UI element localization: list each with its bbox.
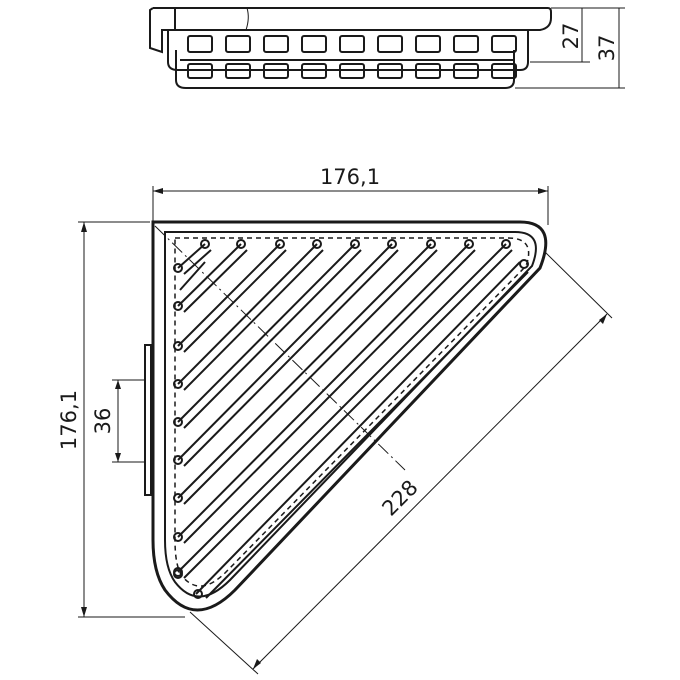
wire-joint <box>312 239 322 249</box>
basket-wires <box>173 239 529 599</box>
wire-joint <box>200 239 210 249</box>
basket-wire <box>183 249 212 275</box>
side-view-slot <box>339 35 365 53</box>
basket-wire <box>183 249 324 391</box>
wire-joint <box>519 259 529 269</box>
side-view-slot <box>225 35 251 53</box>
side-view-slot-lower <box>301 63 327 79</box>
basket-wire <box>177 243 318 385</box>
side-view-edge-curve <box>245 7 249 31</box>
wire-joint <box>173 569 183 579</box>
wire-joint <box>426 239 436 249</box>
side-view-slot-lower <box>491 63 517 79</box>
dim-label-top-width: 176,1 <box>320 165 380 189</box>
wire-joint <box>193 589 203 599</box>
wire-joint <box>173 263 183 273</box>
wire-joint <box>173 417 183 427</box>
basket-wire <box>177 243 242 307</box>
basket-wire <box>183 249 248 313</box>
side-view-slot-lower <box>263 63 289 79</box>
wire-joint <box>173 379 183 389</box>
side-view-slot-lower <box>415 63 441 79</box>
wire-joint <box>387 239 397 249</box>
basket-wire <box>183 249 362 429</box>
basket-wire <box>205 271 529 599</box>
side-view-basket-lower <box>175 50 515 89</box>
basket-wire <box>177 243 507 573</box>
side-view-slot <box>187 35 213 53</box>
side-view-slot <box>415 35 441 53</box>
side-view-slot-lower <box>225 63 251 79</box>
basket-wire <box>183 249 438 505</box>
side-view-basket-upper <box>167 30 529 71</box>
side-view-slot <box>377 35 403 53</box>
wire-joint <box>173 341 183 351</box>
side-view-slot <box>491 35 517 53</box>
wire-joint <box>275 239 285 249</box>
side-view-slot <box>301 35 327 53</box>
side-view-slot-lower <box>187 63 213 79</box>
basket-wire <box>183 249 287 353</box>
dim-label-left-height: 176,1 <box>57 390 81 450</box>
side-view-wall-bracket <box>149 7 176 54</box>
basket-wire <box>183 249 399 467</box>
basket-wire <box>195 261 521 595</box>
wall-mount-plate <box>144 344 152 496</box>
side-view-slot-lower <box>377 63 403 79</box>
wire-joint <box>236 239 246 249</box>
basket-wire <box>177 243 281 347</box>
basket-wire <box>177 243 393 461</box>
basket-wire <box>177 243 432 499</box>
top-view-frame-inner <box>164 231 537 598</box>
dim-line-diagonal <box>252 313 608 670</box>
dim-label-37: 37 <box>595 35 619 62</box>
dim-label-27: 27 <box>559 23 583 50</box>
dim-ext-diag-bottom <box>189 611 259 675</box>
dim-arrows-mount <box>115 380 121 462</box>
dim-label-mount: 36 <box>91 408 115 435</box>
basket-wire <box>177 243 206 269</box>
wire-joint <box>464 239 474 249</box>
wire-joint <box>501 239 511 249</box>
side-view-slots <box>187 35 517 79</box>
side-view-slot <box>453 35 479 53</box>
wire-joint <box>173 301 183 311</box>
wire-joint <box>173 493 183 503</box>
side-view-slot-lower <box>453 63 479 79</box>
top-view-centerline <box>154 225 406 471</box>
top-view: 176,1 176,1 36 228 <box>57 165 613 675</box>
dim-label-diagonal: 228 <box>377 475 422 520</box>
wire-joint <box>173 532 183 542</box>
side-view-slot-lower <box>339 63 365 79</box>
basket-wire <box>177 243 356 423</box>
basket-wire <box>179 261 206 291</box>
side-view-shelf-top <box>153 7 552 31</box>
top-view-frame-outer <box>151 220 548 612</box>
wire-joint <box>173 455 183 465</box>
wire-joint <box>350 239 360 249</box>
side-view-slot <box>263 35 289 53</box>
dim-ext-diag-top <box>544 251 613 319</box>
side-view: 27 37 <box>149 7 625 89</box>
